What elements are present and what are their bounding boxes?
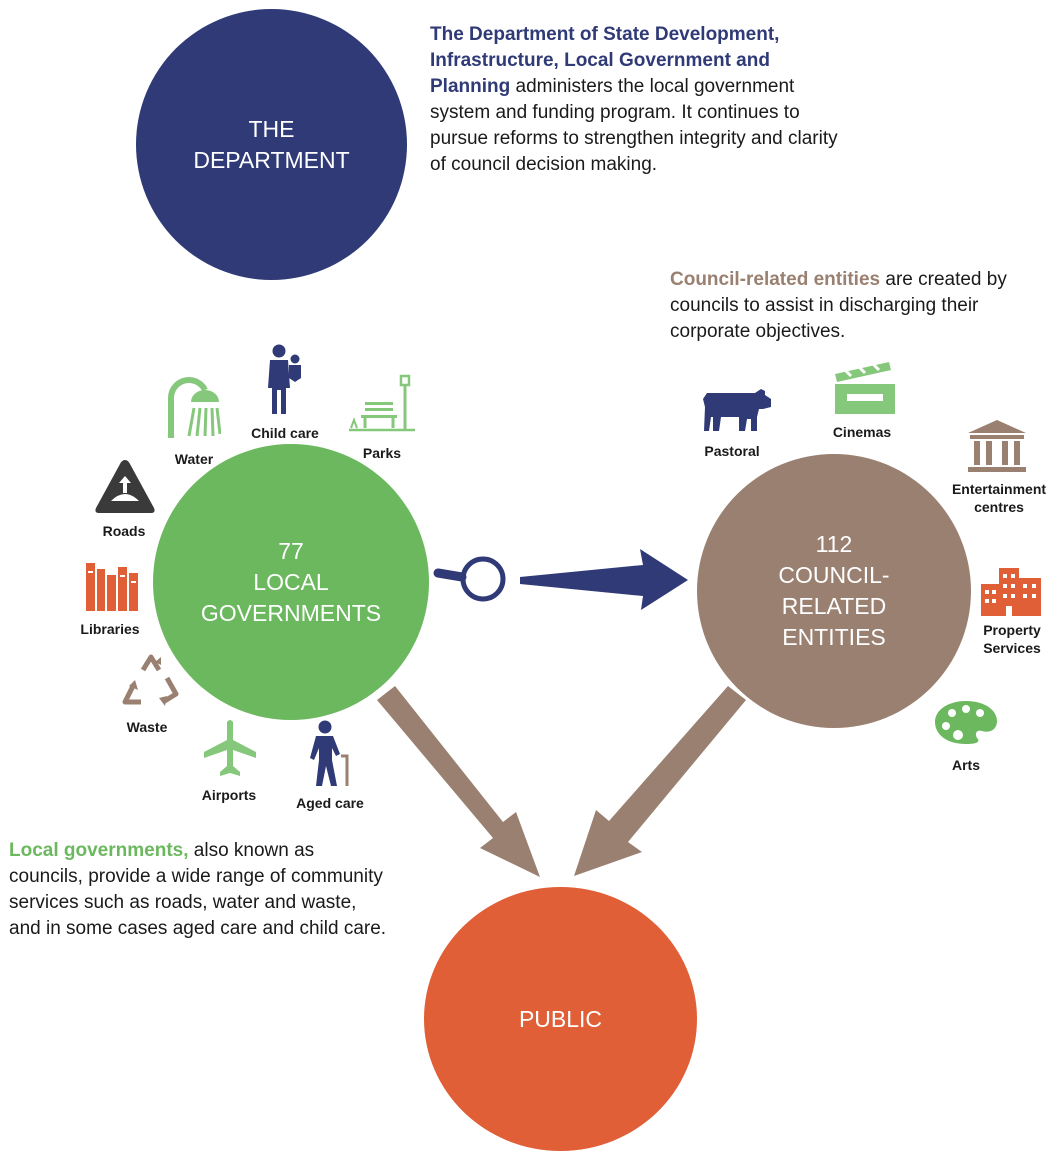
public-circle: PUBLIC [424, 887, 697, 1151]
service-label-child-care: Child care [251, 425, 319, 441]
local-governments-line-1: LOCAL [253, 568, 329, 595]
local-governments-description-rest: also known as councils, provide a wide r… [9, 840, 387, 939]
entity-label-entertainment-centres: Entertainment centres [951, 481, 1047, 515]
arrow-council-to-public [574, 686, 746, 876]
service-label-water: Water [174, 451, 214, 467]
local-governments-line-2: GOVERNMENTS [200, 599, 382, 626]
council-related-line-1: COUNCIL- [778, 562, 890, 588]
arrow-to-council-related [520, 549, 688, 610]
cow-icon [703, 387, 773, 433]
service-label-libraries: Libraries [80, 621, 140, 637]
department-circle: THE DEPARTMENT [136, 9, 407, 280]
department-description-rest: administers the local government system … [430, 76, 838, 175]
public-circle-label: PUBLIC [518, 1005, 603, 1032]
city-buildings-icon [979, 566, 1043, 616]
council-related-description: Council-related entities are created by … [670, 267, 1050, 345]
department-circle-line-1: THE [248, 115, 295, 142]
parent-child-icon [264, 344, 304, 416]
airplane-icon [203, 718, 257, 778]
entity-label-pastoral: Pastoral [704, 443, 760, 459]
recycle-icon [119, 652, 183, 710]
council-related-line-3: ENTITIES [782, 624, 886, 650]
entity-label-cinemas: Cinemas [832, 424, 892, 440]
department-circle-line-2: DEPARTMENT [193, 146, 350, 173]
local-governments-circle: 77 LOCAL GOVERNMENTS [153, 444, 429, 720]
council-related-count: 112 [815, 531, 853, 557]
local-governments-count: 77 [278, 537, 304, 564]
park-bench-icon [347, 374, 417, 432]
department-description: The Department of State Development, Inf… [430, 22, 850, 178]
books-icon [85, 561, 139, 613]
entity-label-property-services: Property Services [983, 622, 1041, 656]
department-description-bold: The Department of State Development, Inf… [430, 24, 780, 97]
magnifier-icon [433, 556, 506, 602]
service-label-roads: Roads [102, 523, 146, 539]
road-sign-icon [93, 457, 157, 515]
council-related-description-rest: are created by councils to assist in dis… [670, 269, 1007, 342]
service-label-airports: Airports [201, 787, 257, 803]
clapperboard-icon [833, 360, 897, 416]
elderly-person-icon [307, 720, 355, 788]
service-label-waste: Waste [126, 719, 168, 735]
council-related-entities-circle: 112 COUNCIL- RELATED ENTITIES [697, 454, 971, 728]
local-governments-description: Local governments, also known as council… [9, 838, 389, 942]
local-governments-description-bold: Local governments, [9, 840, 189, 861]
council-related-line-2: RELATED [781, 593, 887, 619]
shower-icon [163, 376, 221, 438]
service-label-parks: Parks [362, 445, 402, 461]
building-columns-icon [966, 419, 1028, 473]
council-related-description-bold: Council-related entities [670, 269, 881, 290]
entity-label-arts: Arts [951, 757, 981, 773]
paint-palette-icon [934, 699, 998, 745]
arrow-local-to-public [377, 686, 540, 877]
service-label-aged-care: Aged care [296, 795, 364, 811]
